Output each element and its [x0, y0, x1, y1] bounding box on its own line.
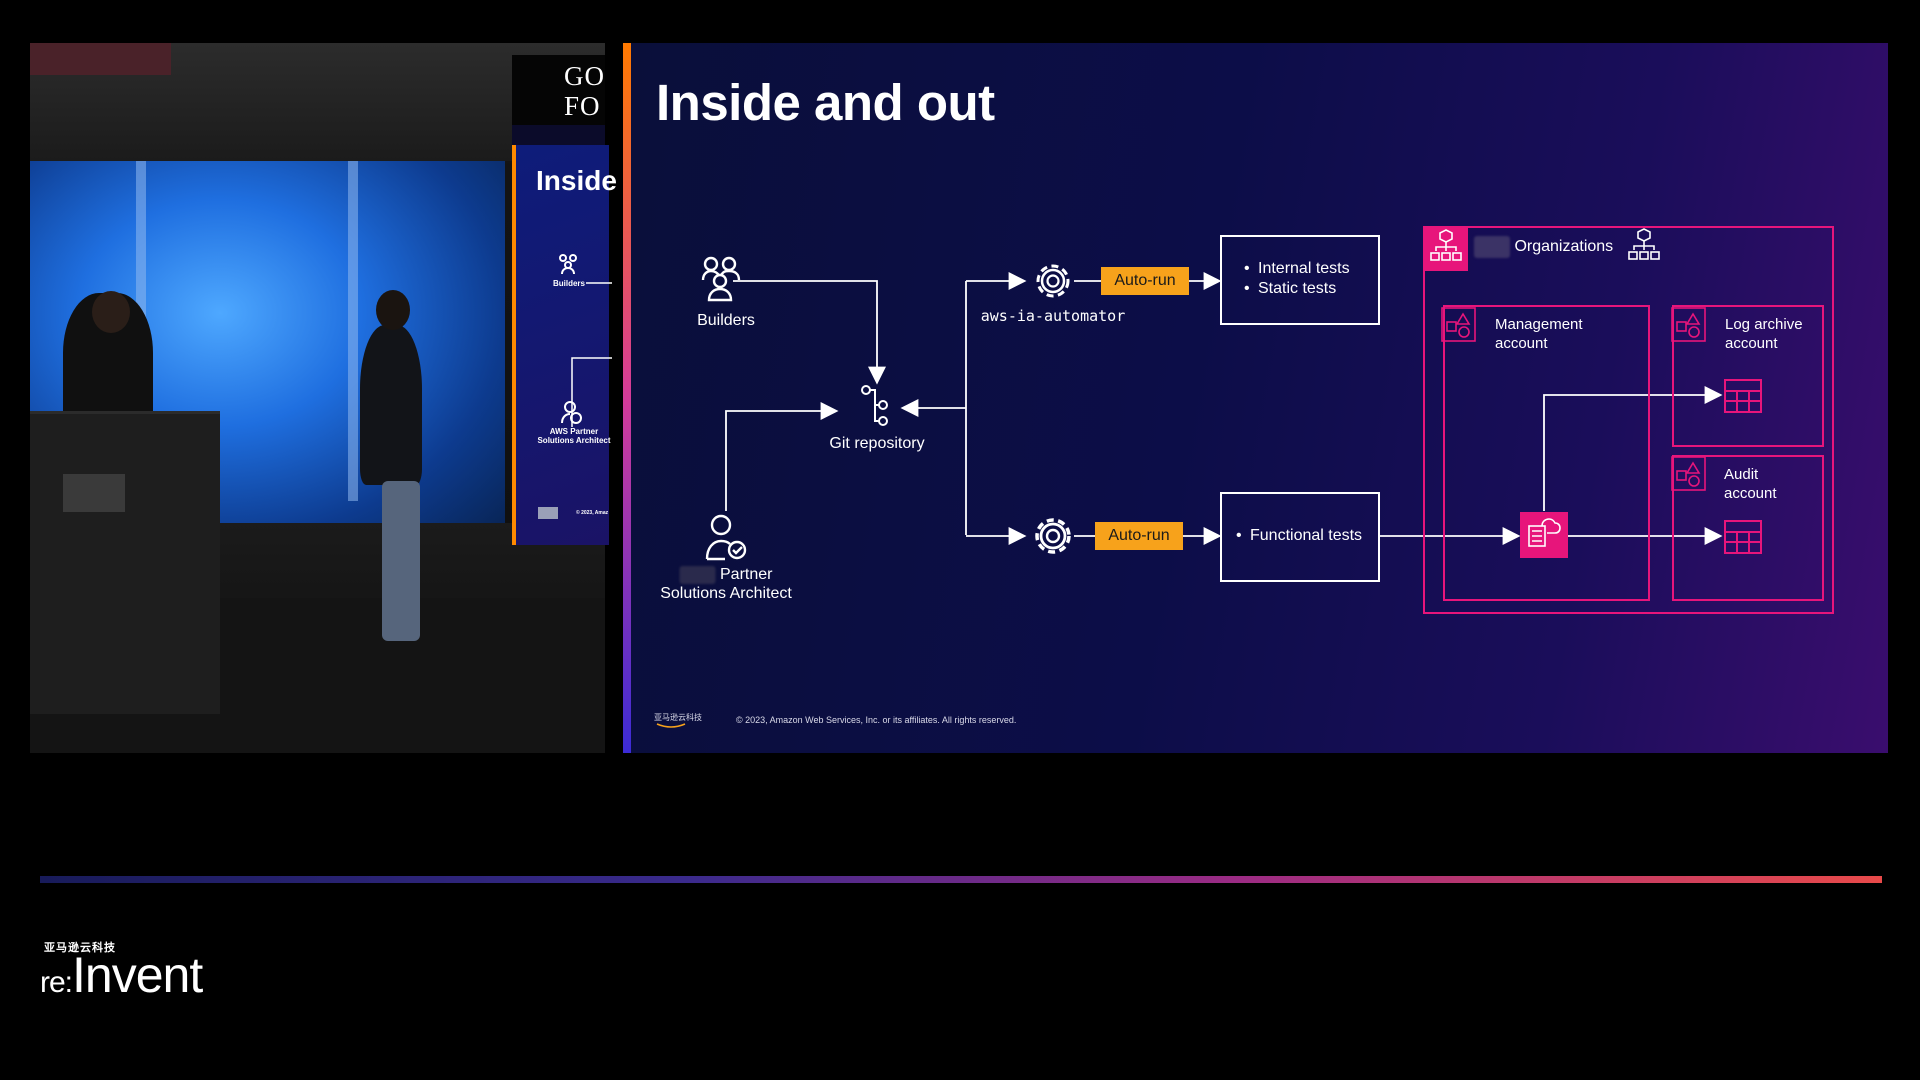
organizations-icon [1628, 228, 1660, 260]
screen-connector-lines [571, 282, 612, 427]
screen-logo [538, 507, 558, 519]
presentation-slide: Inside and out [623, 43, 1888, 753]
management-account-box [1443, 305, 1650, 601]
presenter-right-head [376, 290, 410, 330]
account-icon [1441, 307, 1476, 342]
builders-icon [559, 254, 577, 275]
organizations-label: Organizations [1474, 236, 1613, 258]
functional-tests-box: Functional tests [1220, 492, 1380, 582]
storage-icon [1724, 520, 1762, 554]
stage-screen: GO FO Inside Builders AWS Partner Soluti… [512, 55, 617, 545]
autorun-badge-top: Auto-run [1101, 267, 1189, 295]
organizations-frame [1423, 226, 1834, 614]
autorun-badge-bottom: Auto-run [1095, 522, 1183, 550]
slide-title: Inside and out [656, 74, 995, 131]
brand-chinese-name: 亚马逊云科技 [44, 942, 116, 954]
redacted-text [679, 566, 716, 584]
presenter-left-head [92, 291, 130, 333]
video-progress-bar[interactable] [40, 876, 1882, 883]
screen-header: GO FO [512, 55, 605, 125]
static-tests-box: Internal tests Static tests [1220, 235, 1380, 325]
partner-icon [705, 514, 747, 561]
speaker-video-feed: GO FO Inside Builders AWS Partner Soluti… [30, 43, 617, 753]
video-progress-fill [40, 876, 1882, 883]
partner-role-label: Solutions Architect [660, 585, 792, 602]
audit-account-label: Audit account [1724, 466, 1777, 502]
ceiling-banner [30, 43, 171, 75]
podium-sign [63, 474, 125, 512]
screen-partner-label: AWS Partner Solutions Architect [537, 427, 611, 445]
partner-label: Partner [679, 566, 772, 584]
backdrop-pillar [348, 161, 358, 501]
partner-to-git-arrow [725, 402, 839, 511]
git-repository-label: Git repository [829, 435, 925, 452]
cloud-workload-icon [1520, 512, 1568, 558]
test-item: Static tests [1244, 279, 1378, 299]
builders-label: Builders [697, 312, 755, 329]
slide-accent-bar [623, 43, 631, 753]
workload-to-log-archive-arrow [1543, 386, 1723, 511]
pipeline-diagram [701, 228, 1762, 561]
presenter-right-legs [382, 481, 420, 641]
podium [30, 411, 220, 714]
builders-icon [701, 256, 741, 302]
git-icon [861, 385, 888, 426]
builders-to-git-arrow [733, 280, 886, 385]
gear-icon [1036, 264, 1070, 298]
log-archive-account-label: Log archive account [1725, 316, 1803, 352]
presenter-right [360, 325, 422, 485]
log-archive-account-box [1672, 305, 1824, 447]
reinvent-logo: re:Invent [40, 947, 203, 1003]
screen-builders-label: Builders [552, 279, 585, 288]
storage-icon [1724, 379, 1762, 413]
partner-icon [561, 401, 582, 424]
test-item: Internal tests [1244, 259, 1378, 279]
screen-slide-title: Inside [536, 165, 617, 196]
redacted-text [1474, 236, 1510, 258]
screen-heading: GO FO [564, 61, 605, 121]
aws-logo: 亚马逊云科技 [654, 713, 702, 722]
management-account-label: Management account [1495, 316, 1583, 352]
organizations-icon [1430, 229, 1462, 261]
screen-slide: Inside Builders AWS Partner Solutions Ar… [512, 145, 617, 545]
copyright-text: © 2023, Amazon Web Services, Inc. or its… [736, 715, 1017, 725]
test-item: Functional tests [1236, 526, 1378, 546]
automator-label: aws-ia-automator [980, 307, 1126, 325]
audit-account-box [1672, 455, 1824, 601]
screen-copyright: © 2023, Amaz [576, 510, 609, 516]
gear-icon [1035, 518, 1071, 554]
aws-smile-icon [656, 723, 686, 728]
